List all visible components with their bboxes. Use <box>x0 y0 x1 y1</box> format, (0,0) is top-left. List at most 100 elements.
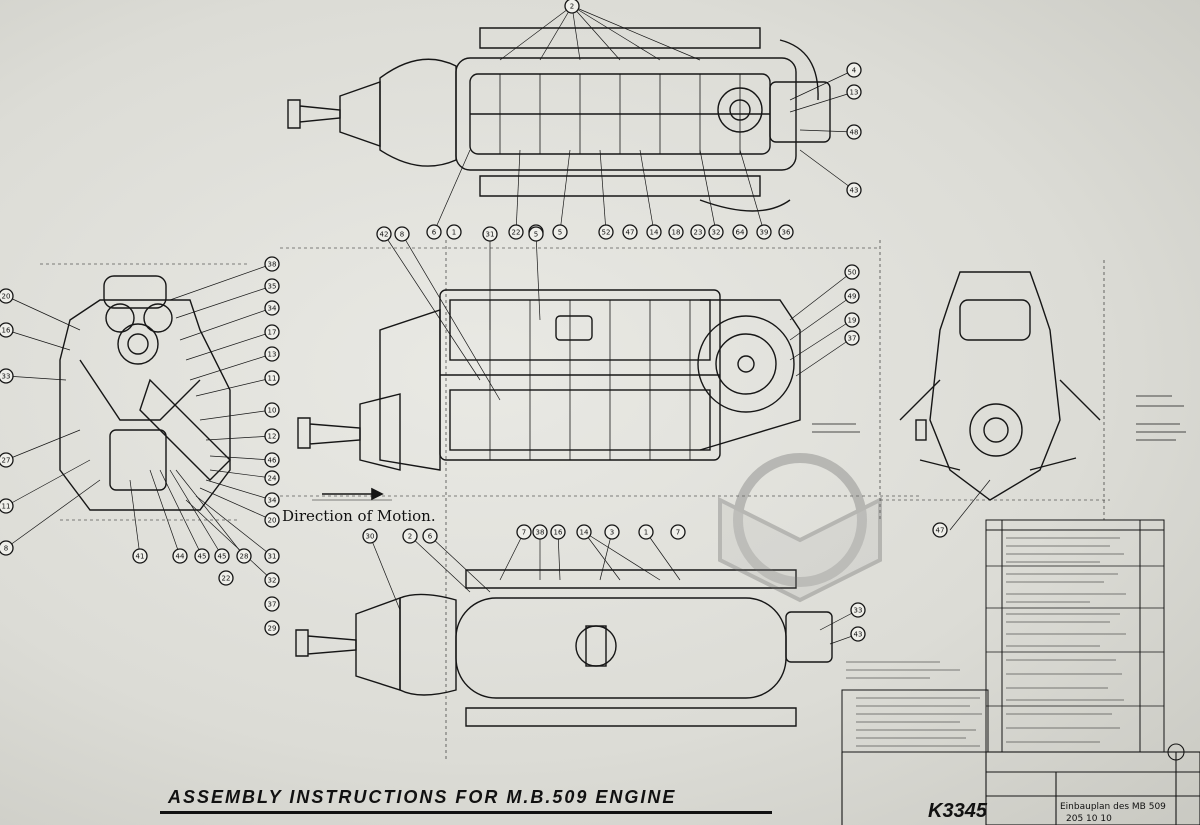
balloon-circle <box>516 524 532 540</box>
balloon-label: 22 <box>222 575 231 583</box>
balloon-circle <box>668 224 684 240</box>
balloon-label: 6 <box>432 229 437 237</box>
balloon-label: 13 <box>850 89 859 97</box>
balloon-label: 32 <box>712 229 721 237</box>
balloon-circle <box>264 512 280 528</box>
balloon-label: 38 <box>268 261 277 269</box>
direction-arrow <box>312 487 392 501</box>
balloon-label: 43 <box>854 631 863 639</box>
balloon-label: 35 <box>268 283 277 291</box>
balloon-label: 5 <box>534 231 538 239</box>
balloon-label: 1 <box>452 229 456 237</box>
balloon-label: 41 <box>136 553 145 561</box>
balloon-label: 16 <box>554 529 563 537</box>
balloon-label: 12 <box>268 433 277 441</box>
balloon-circle <box>604 524 620 540</box>
balloon-label: 46 <box>268 457 277 465</box>
balloon-label: 33 <box>2 373 11 381</box>
balloon-circle <box>844 288 860 304</box>
rear-view <box>812 260 1186 531</box>
balloon-circle <box>214 548 230 564</box>
balloon-label: 7 <box>522 529 526 537</box>
balloon-label: 52 <box>602 229 611 237</box>
balloon-circle <box>0 540 14 556</box>
balloon-circle <box>0 322 14 338</box>
balloon-circle <box>264 548 280 564</box>
balloon-circle <box>844 312 860 328</box>
balloon-label: 49 <box>848 293 857 301</box>
balloon-label: 24 <box>268 475 277 483</box>
balloon-circle <box>264 428 280 444</box>
balloon-circle <box>264 256 280 272</box>
balloon-circle <box>264 346 280 362</box>
balloon-circle <box>564 0 580 14</box>
balloon-label: 37 <box>848 335 857 343</box>
side-view <box>280 233 920 760</box>
balloon-label: 3 <box>610 529 614 537</box>
balloon-circle <box>732 224 748 240</box>
balloon-label: 28 <box>240 553 249 561</box>
balloon-circle <box>264 492 280 508</box>
bottom-view <box>295 531 859 727</box>
balloon-circle <box>708 224 724 240</box>
balloon-circle <box>622 224 638 240</box>
balloon-circle <box>264 300 280 316</box>
balloon-circle <box>394 226 410 242</box>
balloon-circle <box>264 402 280 418</box>
balloon-circle <box>846 62 862 78</box>
balloon-circle <box>528 226 544 242</box>
balloon-label: 19 <box>848 317 857 325</box>
balloon-circle <box>598 224 614 240</box>
balloon-circle <box>0 452 14 468</box>
balloon-label: 29 <box>268 625 277 633</box>
balloon-circle <box>778 224 794 240</box>
balloon-circle <box>756 224 772 240</box>
balloon-label: 38 <box>536 529 545 537</box>
title-block <box>841 743 1200 825</box>
balloon-label: 16 <box>2 327 11 335</box>
balloon-label: 23 <box>694 229 703 237</box>
balloon-circle <box>264 620 280 636</box>
balloon-label: 30 <box>366 533 375 541</box>
balloon-label: 34 <box>268 305 277 313</box>
front-view <box>5 263 273 581</box>
balloon-circle <box>426 224 442 240</box>
balloon-circle <box>576 524 592 540</box>
balloon-circle <box>844 264 860 280</box>
balloon-circle <box>194 548 210 564</box>
balloon-label: 6 <box>428 533 433 541</box>
sheet-number: K3345 <box>928 800 987 822</box>
balloon-circle <box>0 288 14 304</box>
balloon-circle <box>0 368 14 384</box>
parts-list-table <box>841 519 1165 753</box>
title-block-drawing-name: Einbauplan des MB 509 <box>1060 802 1166 812</box>
balloon-circle <box>646 224 662 240</box>
balloon-circle <box>446 224 462 240</box>
balloon-circle <box>376 226 392 242</box>
balloon-label: 8 <box>4 545 8 553</box>
balloon-circle <box>532 524 548 540</box>
watermark-logo <box>718 453 882 603</box>
balloon-label: 5 <box>558 229 562 237</box>
balloon-circle <box>236 548 252 564</box>
balloon-label: 7 <box>676 529 680 537</box>
balloon-label: 22 <box>512 229 521 237</box>
balloon-label: 36 <box>782 229 791 237</box>
title-underline <box>160 811 772 814</box>
balloon-circle <box>264 324 280 340</box>
balloon-circle <box>670 524 686 540</box>
balloon-label: 11 <box>2 503 11 511</box>
balloon-circle <box>850 602 866 618</box>
balloon-circle <box>638 524 654 540</box>
title-block-date: 205 10 10 <box>1066 814 1112 824</box>
balloon-circle <box>0 498 14 514</box>
balloon-label: 11 <box>268 375 277 383</box>
balloon-label: 34 <box>268 497 277 505</box>
balloon-circle <box>846 124 862 140</box>
balloon-circle <box>846 84 862 100</box>
balloon-label: 31 <box>268 553 277 561</box>
balloon-circle <box>172 548 188 564</box>
balloon-label: 44 <box>176 553 185 561</box>
